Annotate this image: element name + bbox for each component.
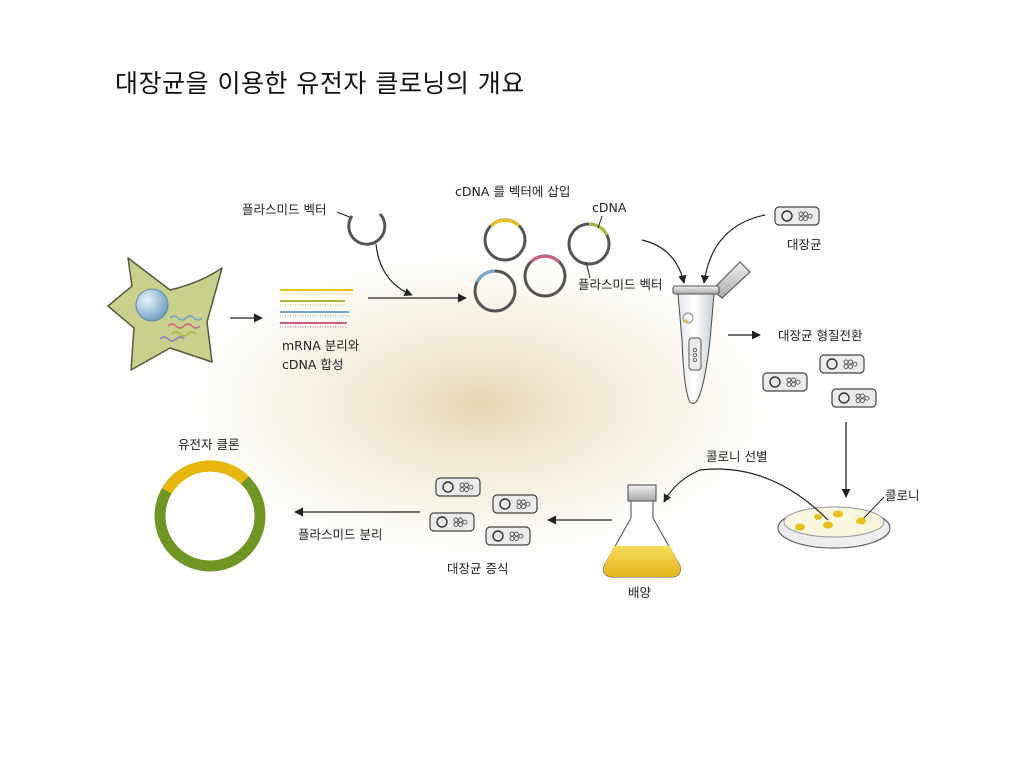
arrow-ecoli-to-tube — [700, 214, 766, 284]
ecoli-cell-top — [774, 206, 820, 226]
ecoli-label: 대장균 — [787, 237, 822, 252]
recombinant-plasmid-blue — [473, 269, 517, 313]
insert-cdna-label: cDNA 를 벡터에 삽입 — [455, 184, 570, 199]
transformation-label: 대장균 형질전환 — [778, 328, 863, 343]
ecoli-growth-label: 대장균 증식 — [447, 561, 508, 576]
cdna-label: cDNA — [592, 200, 627, 215]
colony-label: 콜로니 — [885, 488, 920, 503]
mrna-cdna-strands — [280, 289, 353, 328]
nucleus — [135, 288, 169, 322]
colony-selection-label: 콜로니 선별 — [706, 449, 767, 464]
mrna-label-line1: mRNA 분리와 — [282, 338, 360, 353]
petri-dish — [777, 506, 891, 549]
grown-ecoli-1 — [435, 477, 481, 497]
recombinant-plasmid-pink — [523, 254, 567, 298]
grown-ecoli-4 — [485, 526, 531, 546]
plasmid-vector-label-mid: 플라스미드 벡터 — [578, 277, 662, 292]
recombinant-plasmid-yellow — [483, 218, 527, 262]
eukaryotic-cell — [107, 257, 223, 371]
recombinant-plasmid-green — [567, 222, 611, 266]
gene-clone-plasmid — [154, 460, 266, 572]
plasmid-vector-label-top: 플라스미드 벡터 — [242, 202, 326, 217]
plasmid-vector-open — [347, 212, 387, 246]
culture-flask — [603, 484, 681, 578]
grown-ecoli-3 — [429, 512, 475, 532]
arrow-plasmid-to-insert — [375, 243, 413, 297]
grown-ecoli-2 — [492, 494, 538, 514]
arrow-colony-to-flask — [663, 468, 829, 521]
plasmid-isolation-label: 플라스미드 분리 — [298, 527, 382, 542]
transformed-ecoli-2 — [819, 354, 865, 374]
microcentrifuge-tube — [672, 261, 751, 405]
culture-label: 배양 — [628, 585, 652, 600]
transformed-ecoli-1 — [762, 372, 808, 392]
transformed-ecoli-3 — [831, 388, 877, 408]
page-title: 대장균을 이용한 유전자 클로닝의 개요 — [115, 69, 525, 98]
mrna-label-line2: cDNA 합성 — [282, 357, 343, 372]
gene-clone-label: 유전자 클론 — [178, 437, 239, 452]
arrow-plasmids-to-tube — [641, 239, 687, 284]
